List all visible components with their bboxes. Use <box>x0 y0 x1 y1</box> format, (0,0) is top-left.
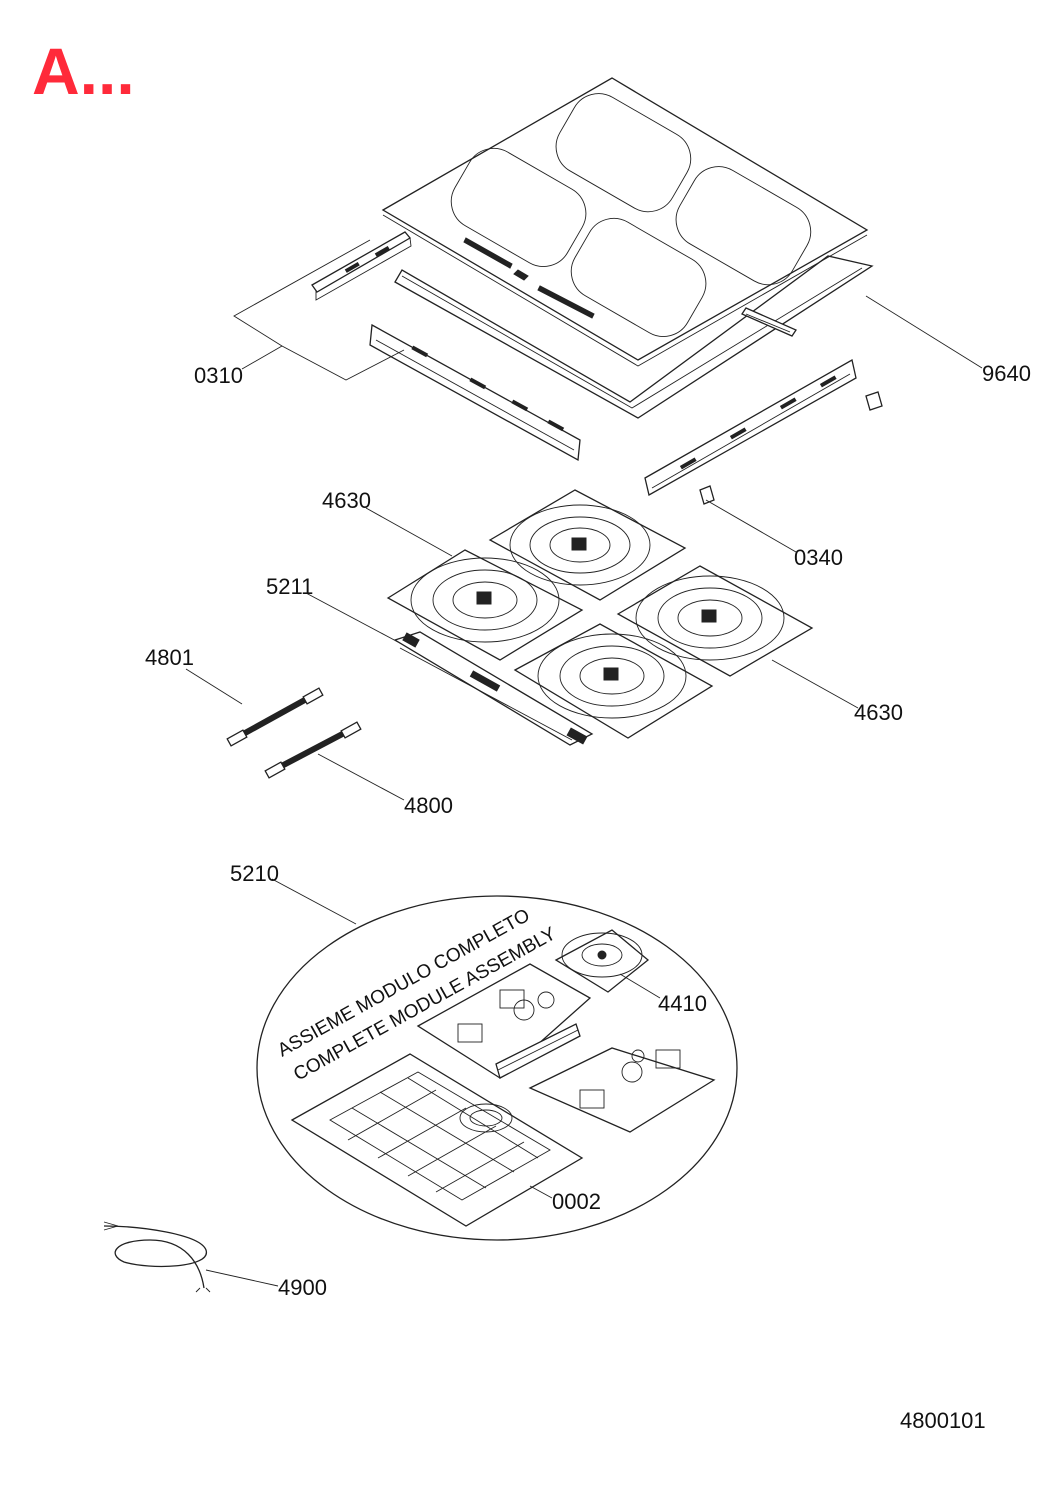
flat-cable-4801 <box>226 687 324 747</box>
callout-4801: 4801 <box>145 645 194 670</box>
side-rail-right-front <box>644 358 857 496</box>
heatsink <box>495 1023 581 1079</box>
document-number: 4800101 <box>900 1408 986 1433</box>
side-rail-left-front <box>369 323 581 462</box>
side-rail-left-rear <box>311 231 412 301</box>
induction-coil-rear <box>488 489 687 601</box>
section-mark: A... <box>32 34 135 108</box>
callout-0340: 0340 <box>794 545 843 570</box>
induction-coil-front <box>513 623 714 739</box>
callout-9640: 9640 <box>982 361 1031 386</box>
callout-5210: 5210 <box>230 861 279 886</box>
callout-4800: 4800 <box>404 793 453 818</box>
leader-lines <box>185 239 983 1287</box>
flat-cable-4800 <box>264 721 362 779</box>
fixing-clip <box>699 391 883 505</box>
callout-4900: 4900 <box>278 1275 327 1300</box>
callout-0002: 0002 <box>552 1189 601 1214</box>
induction-coil-right <box>616 565 814 677</box>
callout-labels: 0310 9640 4630 0340 5211 4801 4630 4800 … <box>145 361 1031 1300</box>
glass-cooktop <box>381 77 874 419</box>
control-board <box>393 631 594 746</box>
callout-5211: 5211 <box>266 574 313 599</box>
complete-module-assembly: ASSIEME MODULO COMPLETO COMPLETE MODULE … <box>256 895 738 1241</box>
side-rail-right-rear <box>741 307 797 337</box>
base-tray <box>290 1053 584 1227</box>
power-cord <box>103 1221 211 1293</box>
power-board-right <box>528 1047 716 1133</box>
callout-4630-top: 4630 <box>322 488 371 513</box>
callout-4410: 4410 <box>658 991 707 1016</box>
callout-4630-bottom: 4630 <box>854 700 903 725</box>
power-board-left <box>416 963 592 1079</box>
induction-coil-left <box>386 549 584 661</box>
callout-0310: 0310 <box>194 363 243 388</box>
